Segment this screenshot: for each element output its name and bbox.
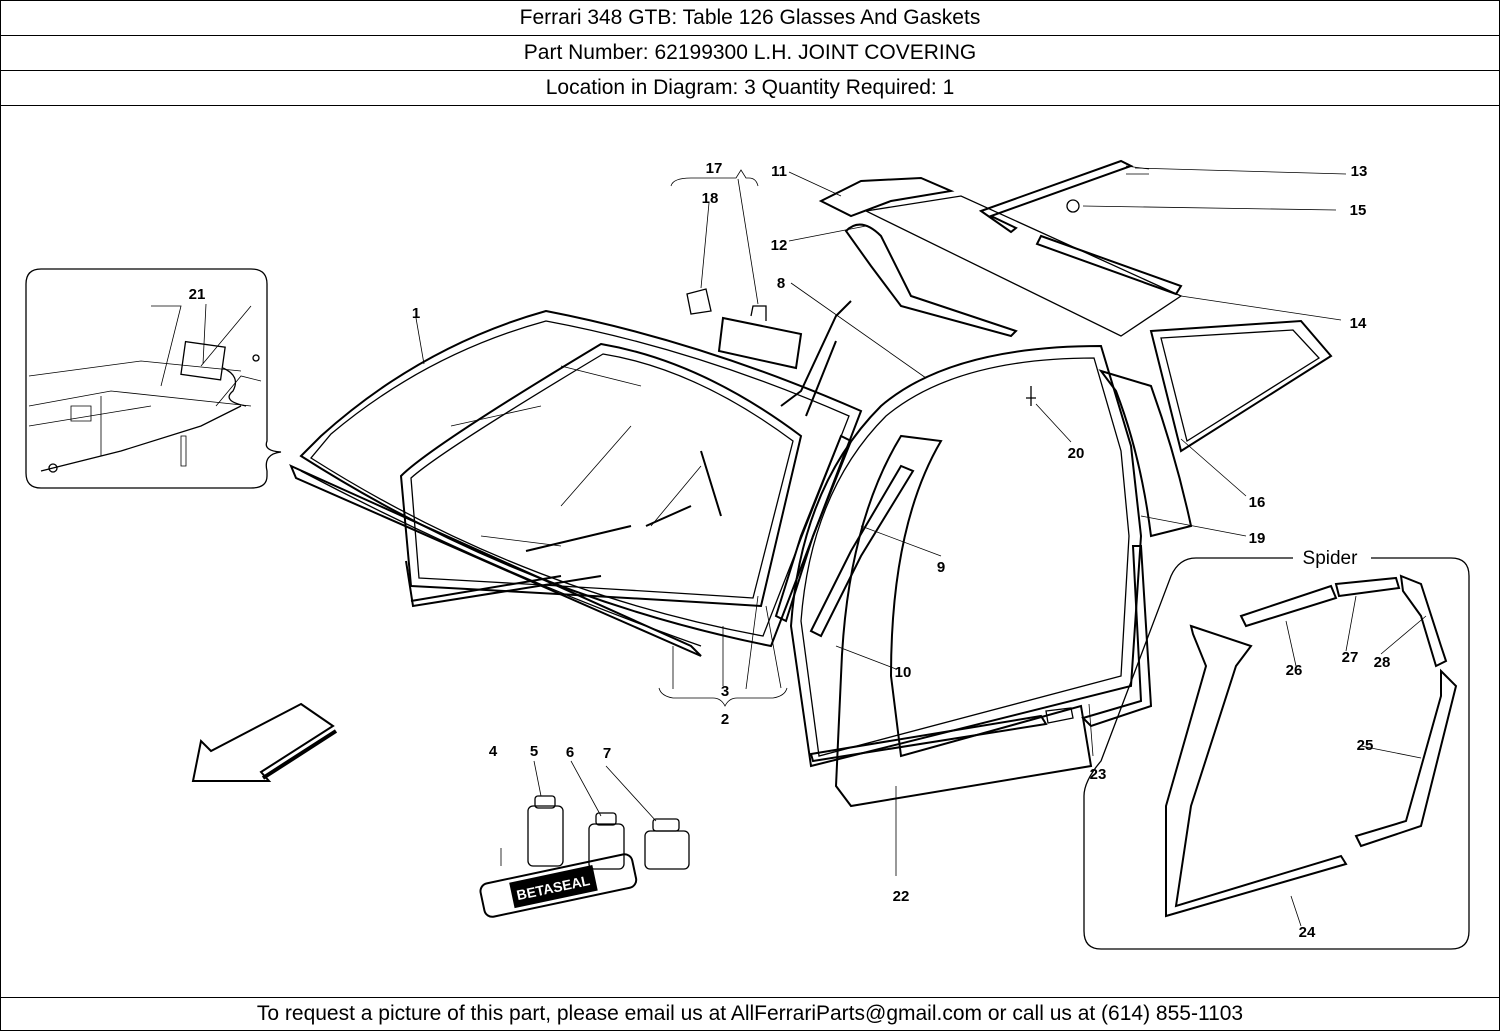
- door-seals: [774, 344, 1193, 808]
- page-title: Ferrari 348 GTB: Table 126 Glasses And G…: [1, 1, 1499, 36]
- label-22: 22: [893, 888, 910, 905]
- label-17: 17: [706, 160, 723, 177]
- label-16: 16: [1249, 494, 1266, 511]
- label-24: 24: [1299, 924, 1316, 941]
- label-7: 7: [603, 745, 611, 762]
- spider-inset: Spider: [1083, 542, 1470, 950]
- label-20: 20: [1068, 445, 1085, 462]
- label-15: 15: [1350, 202, 1367, 219]
- exploded-view-svg: Spider BETASEAL: [25, 159, 1470, 950]
- part-number: Part Number: 62199300 L.H. JOINT COVERIN…: [1, 36, 1499, 71]
- label-4: 4: [489, 743, 498, 760]
- leader-lines: [202, 167, 1427, 927]
- sealant-products: BETASEAL: [479, 795, 690, 918]
- label-11: 11: [771, 163, 787, 180]
- label-1: 1: [412, 305, 420, 322]
- label-10: 10: [895, 664, 912, 681]
- contact-footer: To request a picture of this part, pleas…: [1, 997, 1499, 1030]
- label-3: 3: [721, 683, 729, 700]
- parts-diagram: Spider BETASEAL: [1, 106, 1499, 997]
- spider-title: Spider: [1303, 548, 1359, 569]
- label-18: 18: [702, 190, 719, 207]
- label-12: 12: [771, 237, 788, 254]
- label-6: 6: [566, 744, 574, 761]
- front-direction-arrow: [191, 702, 335, 782]
- label-23: 23: [1090, 766, 1107, 783]
- label-13: 13: [1351, 163, 1368, 180]
- windscreen-assembly: [289, 300, 863, 657]
- label-28: 28: [1374, 654, 1391, 671]
- label-27: 27: [1342, 649, 1359, 666]
- label-9: 9: [937, 559, 945, 576]
- label-14: 14: [1350, 315, 1367, 332]
- label-26: 26: [1286, 662, 1303, 679]
- label-8: 8: [777, 275, 785, 292]
- rear-view-mirror: [670, 169, 803, 370]
- location-quantity: Location in Diagram: 3 Quantity Required…: [1, 71, 1499, 106]
- detail-inset-21: [25, 268, 282, 489]
- label-25: 25: [1357, 737, 1374, 754]
- part-labels: 1 2 3 4 5 6 7 8 9 10 11 12 13 14 15 16 1…: [189, 160, 1391, 941]
- label-19: 19: [1249, 530, 1266, 547]
- label-21: 21: [189, 286, 206, 303]
- label-2: 2: [721, 711, 729, 728]
- label-5: 5: [530, 743, 538, 760]
